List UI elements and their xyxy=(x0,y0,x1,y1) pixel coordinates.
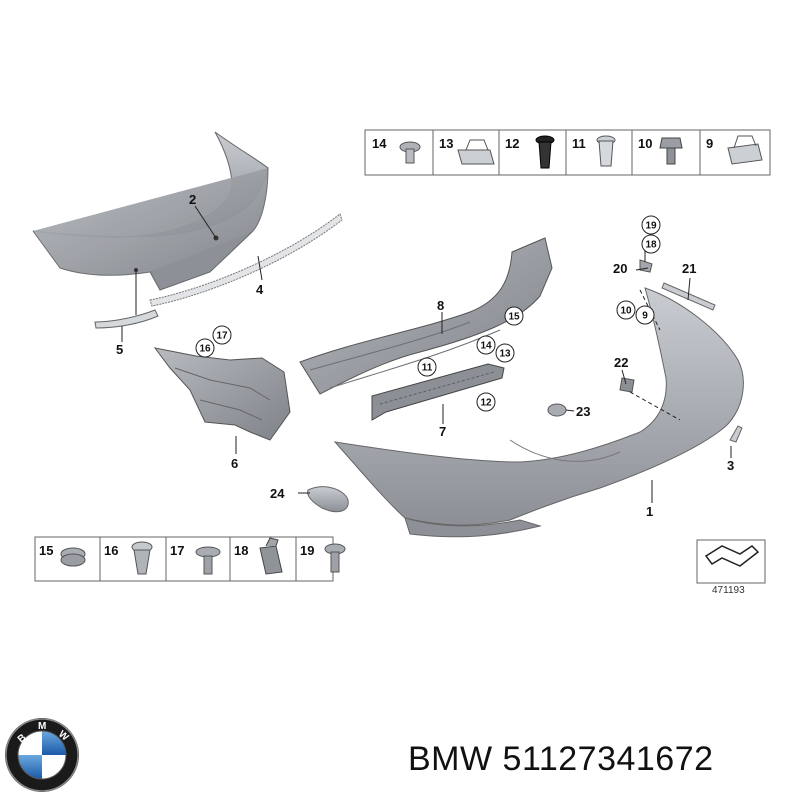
circle-callout-10: 10 xyxy=(620,306,632,317)
circle-callout-9: 9 xyxy=(642,311,648,322)
callout-20: 20 xyxy=(613,261,627,276)
rivet-icon xyxy=(535,135,555,169)
box-number-16: 16 xyxy=(104,543,118,558)
part-6-side-bracket xyxy=(153,347,291,441)
part-5-reflector xyxy=(94,309,159,329)
part-7-diffuser xyxy=(371,363,505,421)
push-clip-icon xyxy=(131,541,153,575)
callout-8: 8 xyxy=(437,298,444,313)
box-number-13: 13 xyxy=(439,136,453,151)
speed-nut-icon xyxy=(727,135,763,165)
callout-22: 22 xyxy=(614,355,628,370)
part-number: 51127341672 xyxy=(502,740,714,778)
part-4-trim-strip xyxy=(149,213,343,307)
part-2-bumper-shell xyxy=(32,131,269,291)
box-number-9: 9 xyxy=(706,136,713,151)
circle-callout-15: 15 xyxy=(508,312,520,323)
screw-icon xyxy=(324,543,346,573)
expanding-nut-icon xyxy=(596,135,616,167)
box-number-12: 12 xyxy=(505,136,519,151)
box-number-15: 15 xyxy=(39,543,53,558)
bracket-clip-icon xyxy=(259,537,283,575)
circle-callout-12: 12 xyxy=(480,398,492,409)
box-number-18: 18 xyxy=(234,543,248,558)
box-number-10: 10 xyxy=(638,136,652,151)
circle-callout-18: 18 xyxy=(645,240,657,251)
screw-icon xyxy=(195,546,221,575)
callout-5: 5 xyxy=(116,342,123,357)
circle-callout-11: 11 xyxy=(422,363,433,374)
box-number-17: 17 xyxy=(170,543,184,558)
box-number-11: 11 xyxy=(572,136,586,151)
bmw-logo: B M W xyxy=(5,718,79,792)
part-20-clip xyxy=(639,259,653,273)
part-22-bracket xyxy=(619,377,635,393)
bolt-icon xyxy=(659,137,683,165)
callout-4: 4 xyxy=(256,282,264,297)
part-3-clip xyxy=(729,425,743,443)
brand-name: BMW xyxy=(408,740,493,778)
circle-callout-14: 14 xyxy=(480,341,492,352)
nut-icon xyxy=(60,547,86,567)
callout-6: 6 xyxy=(231,456,238,471)
callout-23: 23 xyxy=(576,404,590,419)
callout-3: 3 xyxy=(727,458,734,473)
reference-number: 471193 xyxy=(712,585,745,596)
top-hardware-box: 14 13 12 11 10 9 xyxy=(364,129,771,176)
circle-callout-13: 13 xyxy=(499,349,511,360)
leader-lines xyxy=(121,205,732,503)
clip-icon xyxy=(457,139,495,165)
part-1-rear-bumper xyxy=(333,287,744,538)
circled-callouts: 19 18 10 9 17 16 15 14 13 11 12 xyxy=(195,215,661,412)
reference-box: 471193 xyxy=(696,539,766,596)
callout-21: 21 xyxy=(682,261,696,276)
callout-2: 2 xyxy=(189,192,196,207)
callout-7: 7 xyxy=(439,424,446,439)
circle-callout-19: 19 xyxy=(645,221,657,232)
circle-callout-17: 17 xyxy=(216,331,228,342)
box-number-19: 19 xyxy=(300,543,314,558)
logo-letter: M xyxy=(38,721,46,732)
callout-24: 24 xyxy=(270,486,285,501)
part-caption: BMW 51127341672 xyxy=(408,740,714,779)
bolt-icon xyxy=(399,141,421,164)
circle-callout-16: 16 xyxy=(199,344,211,355)
part-23-nut xyxy=(547,403,567,417)
callout-1: 1 xyxy=(646,504,653,519)
bottom-hardware-box: 15 16 17 18 19 xyxy=(34,536,346,582)
box-number-14: 14 xyxy=(372,136,387,151)
part-24-tow-cover xyxy=(307,486,349,513)
